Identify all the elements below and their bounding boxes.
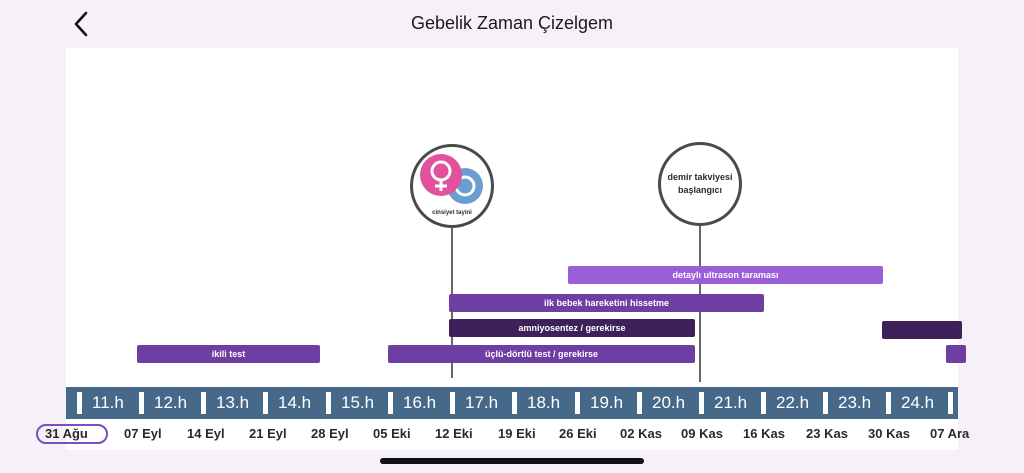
page-title: Gebelik Zaman Çizelgem [410,13,614,33]
date-label[interactable]: 31 Ağu [45,426,88,441]
date-label[interactable]: 09 Kas [681,426,723,441]
date-label[interactable]: 07 Eyl [124,426,162,441]
week-separator [575,392,580,414]
gender-milestone[interactable]: cinsiyet tayini [410,144,494,228]
week-separator [388,392,393,414]
week-separator [761,392,766,414]
date-label[interactable]: 19 Eki [498,426,536,441]
bar-next-mid[interactable] [946,345,966,363]
week-label[interactable]: 17.h [465,393,499,412]
back-chevron-icon[interactable] [70,10,96,38]
week-label[interactable]: 13.h [216,393,250,412]
bar-detailed-ultrasound[interactable]: detaylı ultrason taraması [568,266,883,284]
date-label[interactable]: 12 Eki [435,426,473,441]
week-separator [326,392,331,414]
week-label[interactable]: 20.h [652,393,686,412]
date-label[interactable]: 14 Eyl [187,426,225,441]
week-separator [450,392,455,414]
date-label[interactable]: 16 Kas [743,426,785,441]
week-label[interactable]: 19.h [590,393,624,412]
week-separator [77,392,82,414]
week-label[interactable]: 24.h [901,393,935,412]
bar-double-test[interactable]: ikili test [137,345,320,363]
week-label[interactable]: 23.h [838,393,872,412]
bar-first-movement[interactable]: ilk bebek hareketini hissetme [449,294,764,312]
date-label[interactable]: 21 Eyl [249,426,287,441]
date-label[interactable]: 30 Kas [868,426,910,441]
week-label[interactable]: 12.h [154,393,188,412]
week-label[interactable]: 11.h [92,393,124,412]
selected-date-highlight[interactable] [36,424,108,444]
bar-triple-quad-test[interactable]: üçlü-dörtlü test / gerekirse [388,345,695,363]
week-separator [512,392,517,414]
top-bar: Gebelik Zaman Çizelgem [0,0,1024,48]
bar-amniocentesis[interactable]: amniyosentez / gerekirse [449,319,695,337]
week-label[interactable]: 15.h [341,393,375,412]
date-label[interactable]: 02 Kas [620,426,662,441]
week-separator [637,392,642,414]
week-label[interactable]: 21.h [714,393,748,412]
week-label[interactable]: 14.h [278,393,312,412]
gender-icon [417,151,489,212]
date-label[interactable]: 07 Ara [930,426,970,441]
bar-next-dark[interactable] [882,321,962,339]
week-separator [263,392,268,414]
gender-milestone-label: cinsiyet tayini [432,210,472,216]
week-separator [948,392,953,414]
date-label[interactable]: 26 Eki [559,426,597,441]
week-separator [699,392,704,414]
week-label[interactable]: 16.h [403,393,437,412]
date-label[interactable]: 05 Eki [373,426,411,441]
week-separator [139,392,144,414]
week-separator [201,392,206,414]
week-label[interactable]: 22.h [776,393,810,412]
date-label[interactable]: 23 Kas [806,426,848,441]
iron-milestone-label: demir takviyesi başlangıcı [667,172,733,195]
home-indicator[interactable] [380,458,644,464]
week-bar: 11.h 12.h 13.h 14.h 15.h 16.h 17.h 18.h … [66,387,958,419]
date-label[interactable]: 28 Eyl [311,426,349,441]
week-separator [886,392,891,414]
iron-milestone[interactable]: demir takviyesi başlangıcı [658,142,742,226]
week-separator [823,392,828,414]
week-label[interactable]: 18.h [527,393,561,412]
timeline-panel[interactable]: cinsiyet tayini demir takviyesi başlangı… [36,48,969,450]
